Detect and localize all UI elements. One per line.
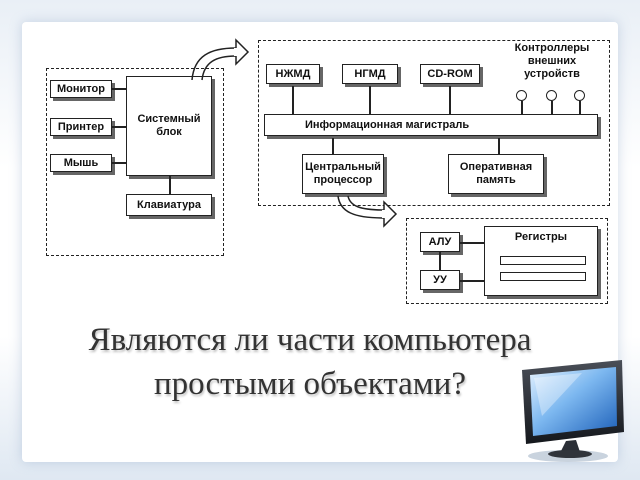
connector [332, 138, 334, 154]
ram-box: Оперативная память [448, 154, 544, 194]
connector [292, 86, 294, 114]
computer-monitor-icon [522, 360, 624, 462]
connector [460, 280, 484, 282]
controller-port-icon [516, 90, 527, 101]
expand-arrow-2 [337, 195, 398, 228]
connector [521, 101, 523, 114]
slide-title: Являются ли части компьютера простыми об… [40, 318, 580, 406]
controllers-label: Контроллеры внешних устройств [514, 42, 590, 80]
connector [460, 242, 484, 244]
connector [112, 126, 126, 128]
information-bus-label: Информационная магистраль [305, 118, 470, 131]
slide-title-line-1: Являются ли части компьютера [88, 322, 532, 358]
keyboard-box: Клавиатура [126, 194, 212, 216]
mouse-box: Мышь [50, 154, 112, 172]
system-unit-internals-group [258, 40, 610, 206]
connector [439, 252, 441, 270]
cu-box: УУ [420, 270, 460, 290]
system-unit-box: Системный блок [126, 76, 212, 176]
registers-label: Регистры [514, 231, 568, 243]
cpu-box: Центральный процессор [302, 154, 384, 194]
register-slot [500, 256, 586, 265]
connector [551, 101, 553, 114]
connector [369, 86, 371, 114]
alu-box: АЛУ [420, 232, 460, 252]
slide-title-line-2: простыми объектами? [154, 366, 466, 402]
peripherals-group [46, 68, 224, 256]
fdd-box: НГМД [342, 64, 398, 84]
connector [449, 86, 451, 114]
controller-port-icon [546, 90, 557, 101]
register-slot [500, 272, 586, 281]
connector [112, 162, 126, 164]
information-bus-box: Информационная магистраль [264, 114, 598, 136]
monitor-box: Монитор [50, 80, 112, 98]
connector [579, 101, 581, 114]
connector [169, 176, 171, 194]
connector [112, 88, 126, 90]
cdrom-box: CD-ROM [420, 64, 480, 84]
connector [498, 138, 500, 154]
controller-port-icon [574, 90, 585, 101]
computer-structure-diagram: Монитор Принтер Мышь Системный блок Клав… [36, 34, 614, 322]
printer-box: Принтер [50, 118, 112, 136]
hdd-box: НЖМД [266, 64, 320, 84]
cpu-internals-group [406, 218, 608, 304]
expand-arrow-1 [191, 38, 250, 81]
